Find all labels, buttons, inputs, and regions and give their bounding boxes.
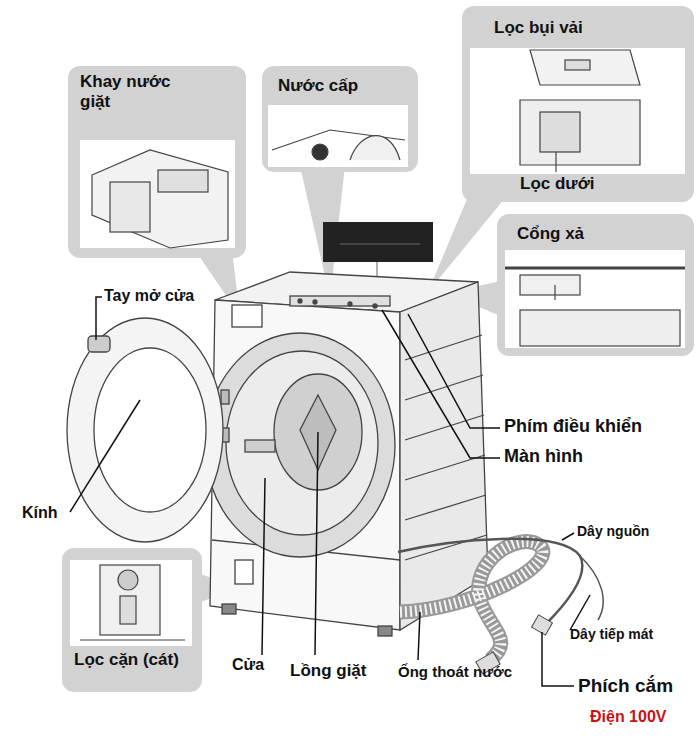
voltage-note: Điện 100V — [590, 708, 666, 726]
part-label: Cửa — [232, 656, 264, 674]
callout-title: Lọc dưới — [520, 174, 670, 194]
callout-box: Nước cấp — [262, 66, 418, 172]
part-label: Kính — [22, 504, 58, 522]
callout-title: Lọc bụi vải — [494, 18, 674, 38]
callout-title: Nước cấp — [278, 76, 408, 96]
part-label: Màn hình — [504, 447, 583, 467]
part-label: Tay mở cửa — [104, 287, 194, 305]
callout-title: Khay nước giặt — [80, 72, 200, 112]
part-label: Dây nguồn — [577, 524, 649, 539]
callout-box: Cổng xả — [497, 214, 694, 356]
callout-box: Lọc cặn (cát) — [62, 548, 202, 692]
callout-box: Lọc bụi vảiLọc dưới — [462, 6, 694, 202]
part-label: Phích cắm — [578, 676, 673, 697]
callout-title: Lọc cặn (cát) — [74, 650, 200, 670]
part-label: Lồng giặt — [290, 662, 366, 681]
part-label: Dây tiếp mát — [570, 627, 653, 642]
drain-hose — [400, 542, 543, 660]
power-cord — [398, 539, 603, 625]
top-panel-inset — [323, 222, 433, 262]
part-label: Phím điều khiển — [504, 417, 642, 437]
callout-title: Cổng xả — [517, 224, 677, 244]
callout-box: Khay nước giặt — [68, 66, 246, 258]
part-label: Ống thoát nước — [398, 664, 512, 681]
